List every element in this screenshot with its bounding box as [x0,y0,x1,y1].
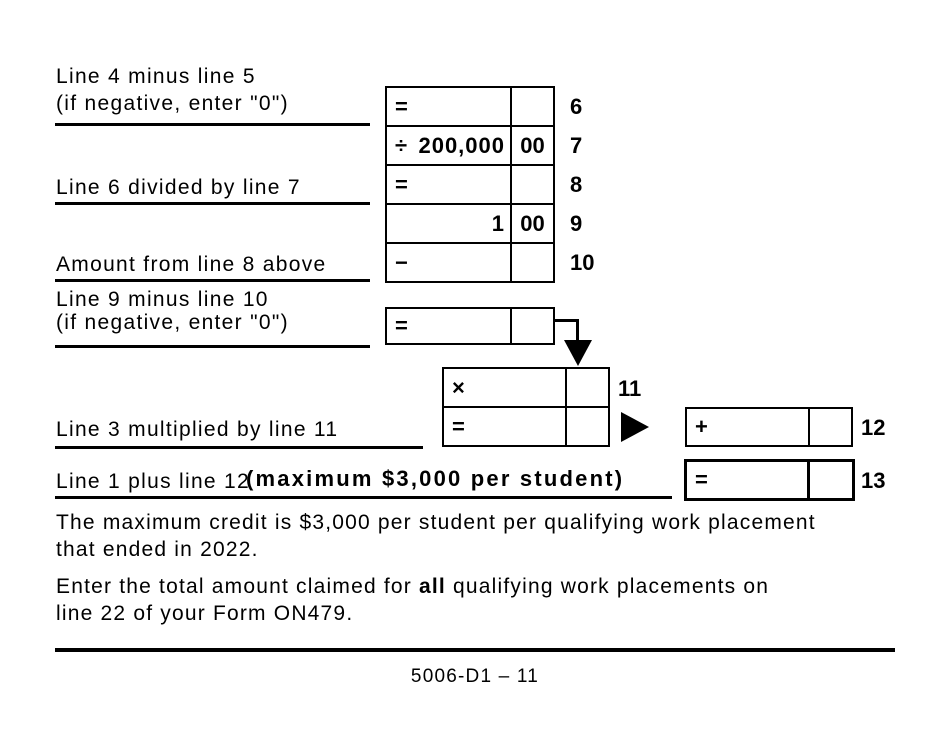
label-line: (if negative, enter "0") [56,92,289,115]
label-line1-plus-line12: Line 1 plus line 12 [56,470,250,493]
label-line: Line 4 minus line 5 [56,65,256,88]
arrow-right-icon [621,412,649,442]
line-number-10: 10 [570,250,595,275]
operator-equals: = [395,313,409,338]
line-number-11: 11 [618,376,642,401]
paragraph-line: that ended in 2022. [56,538,259,561]
paragraph-enter-total: Enter the total amount claimed for all q… [56,573,769,627]
line-number-13: 13 [861,468,886,493]
label-underline [55,202,370,205]
amount-box-result3times11: = [442,406,610,447]
cents-value: 00 [510,205,553,242]
cents-field[interactable] [510,166,553,203]
paragraph-bold-text: all [419,575,446,598]
connector-vertical [576,319,579,343]
amount-value: 200,000 [418,132,505,158]
label-underline [55,496,672,499]
operator-divide: ÷ [395,132,409,158]
operator-equals: = [395,171,409,197]
amount-box-line7: ÷ 200,000 00 [385,125,555,166]
line-number-7: 7 [570,133,583,158]
operator-multiply: × [452,374,466,400]
cents-field[interactable] [510,244,553,281]
amount-box-line13: = [684,459,855,501]
label-underline [55,345,370,348]
operator-equals: = [452,413,466,439]
line-number-12: 12 [861,415,886,440]
label-underline [55,123,370,126]
paragraph-line: Enter the total amount claimed for all q… [56,573,769,600]
amount-box-line8: = [385,164,555,205]
cents-field[interactable] [510,309,553,343]
operator-equals: = [695,467,709,492]
label-line6-divided-line7: Line 6 divided by line 7 [56,176,301,199]
cents-field[interactable] [808,409,851,445]
operator-equals: = [395,93,409,119]
operator-plus: + [695,414,709,439]
amount-box-line11: × [442,367,610,408]
label-line9-minus-line10: Line 9 minus line 10 (if negative, enter… [56,288,289,334]
paragraph-text: Enter the total amount claimed for [56,575,419,598]
line-number-8: 8 [570,172,583,197]
line-number-9: 9 [570,211,583,236]
label-amount-from-line8: Amount from line 8 above [56,253,327,276]
label-line: Line 9 minus line 10 [56,288,269,311]
paragraph-text: qualifying work placements on [445,575,770,598]
page-number: 5006-D1 – 11 [410,666,540,687]
amount-box-line10: − [385,242,555,283]
cents-value: 00 [510,127,553,164]
arrow-down-icon [564,340,592,366]
amount-box-result9minus10: = [385,307,555,345]
amount-box-line9: 1 00 [385,203,555,244]
operator-minus: − [395,249,409,275]
label-underline [55,446,423,449]
label-line: (if negative, enter "0") [56,311,289,334]
amount-box-line6: = [385,86,555,127]
footer-divider [55,648,895,652]
paragraph-line: The maximum credit is $3,000 per student… [56,511,816,534]
line-number-6: 6 [570,94,583,119]
cents-field[interactable] [807,462,852,498]
cents-field[interactable] [565,408,608,445]
amount-value: 1 [491,210,505,236]
label-maximum-note: (maximum $3,000 per student) [246,466,625,491]
paragraph-maximum-credit: The maximum credit is $3,000 per student… [56,509,816,563]
connector-horizontal [553,319,579,322]
label-underline [55,279,370,282]
cents-field[interactable] [565,369,608,406]
label-line4-minus-line5: Line 4 minus line 5 (if negative, enter … [56,63,289,117]
paragraph-line: line 22 of your Form ON479. [56,602,354,625]
label-line3-multiplied-line11: Line 3 multiplied by line 11 [56,418,339,441]
cents-field[interactable] [510,88,553,125]
amount-box-line12: + [685,407,853,447]
